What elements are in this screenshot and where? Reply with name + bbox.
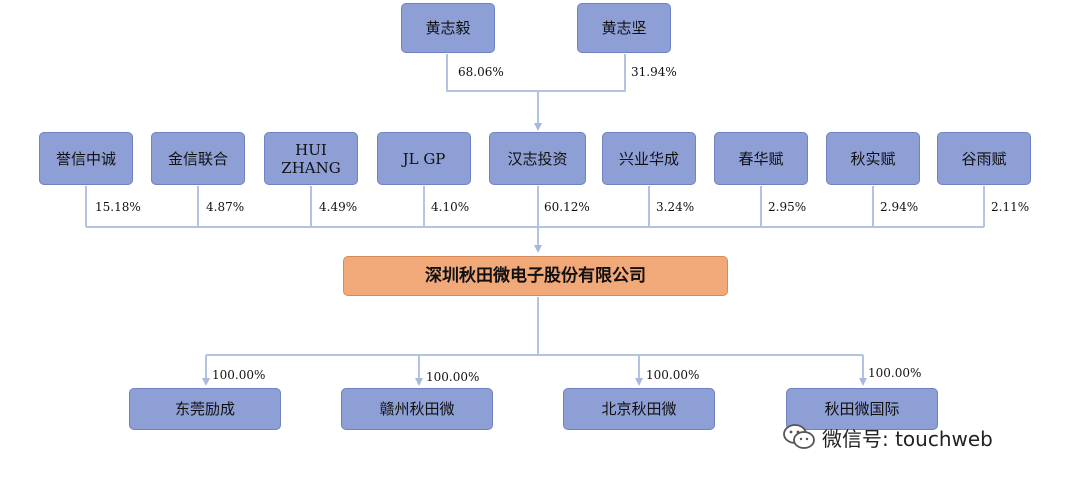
watermark: 微信号: touchweb	[782, 420, 993, 454]
subsidiary-name: 东莞励成	[174, 400, 235, 418]
owner-share: 31.94%	[631, 65, 677, 79]
shareholder-name: HUI ZHANG	[281, 140, 341, 177]
shareholder-share: 2.11%	[991, 200, 1030, 214]
shareholder-box: 汉志投资	[489, 132, 586, 185]
shareholder-name: 汉志投资	[507, 149, 568, 168]
subsidiary-box: 东莞励成	[129, 388, 281, 430]
shareholder-box: 兴业华成	[602, 132, 696, 185]
subsidiary-name: 北京秋田微	[601, 400, 677, 418]
subsidiary-share: 100.00%	[646, 368, 700, 382]
shareholder-name: 兴业华成	[618, 149, 679, 168]
shareholder-name: 秋实赋	[850, 149, 896, 168]
company-name: 深圳秋田微电子股份有限公司	[425, 265, 646, 286]
shareholder-share: 2.94%	[880, 200, 919, 214]
shareholder-box: 金信联合	[151, 132, 245, 185]
subsidiary-share: 100.00%	[868, 366, 922, 380]
shareholder-name: 金信联合	[167, 149, 228, 168]
shareholder-share: 15.18%	[95, 200, 141, 214]
shareholder-share: 4.87%	[206, 200, 245, 214]
shareholder-name: JL GP	[402, 149, 446, 168]
subsidiary-share: 100.00%	[426, 370, 480, 384]
shareholder-share: 4.49%	[319, 200, 358, 214]
subsidiary-box: 秋田微国际	[786, 388, 938, 430]
shareholder-box: 谷雨赋	[937, 132, 1031, 185]
watermark-text: 微信号: touchweb	[822, 426, 993, 451]
shareholder-box: HUI ZHANG	[264, 132, 358, 185]
subsidiary-name: 秋田微国际	[824, 400, 900, 418]
shareholder-box: 誉信中诚	[39, 132, 133, 185]
subsidiary-share: 100.00%	[212, 368, 266, 382]
subsidiary-box: 北京秋田微	[563, 388, 715, 430]
shareholder-box: 秋实赋	[826, 132, 920, 185]
shareholder-share: 2.95%	[768, 200, 807, 214]
owner-box: 黄志毅	[401, 3, 495, 53]
wechat-icon	[783, 424, 815, 449]
owner-name: 黄志毅	[425, 19, 471, 37]
company-box: 深圳秋田微电子股份有限公司	[343, 256, 728, 296]
subsidiary-box: 赣州秋田微	[341, 388, 493, 430]
owner-box: 黄志坚	[577, 3, 671, 53]
shareholder-share: 60.12%	[544, 200, 590, 214]
subsidiary-name: 赣州秋田微	[379, 400, 455, 418]
shareholder-name: 誉信中诚	[55, 149, 116, 168]
owner-share: 68.06%	[458, 65, 504, 79]
shareholder-box: JL GP	[377, 132, 471, 185]
shareholder-box: 春华赋	[714, 132, 808, 185]
shareholder-name: 春华赋	[738, 149, 784, 168]
shareholder-share: 3.24%	[656, 200, 695, 214]
shareholder-name: 谷雨赋	[961, 149, 1007, 168]
owner-name: 黄志坚	[601, 19, 647, 37]
shareholder-share: 4.10%	[431, 200, 470, 214]
